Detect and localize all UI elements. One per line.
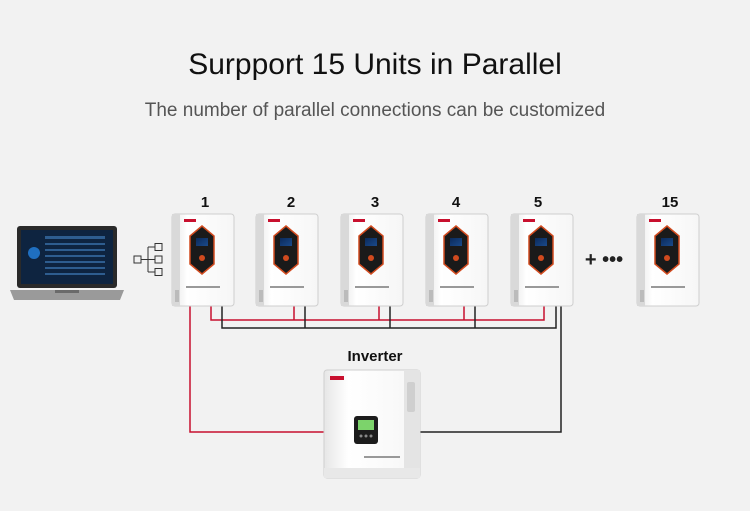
inverter-label: Inverter [347,348,402,365]
network-hub-icon [133,243,163,276]
battery-2 [255,213,319,307]
laptop-icon [10,226,124,300]
battery-5 [510,213,574,307]
battery-label-15: 15 [662,194,679,211]
battery-label-3: 3 [371,194,379,211]
battery-1 [171,213,235,307]
battery-label-4: 4 [452,194,461,211]
inverter [323,369,421,479]
page-subtitle: The number of parallel connections can b… [144,100,606,121]
parallel-wiring [189,303,562,433]
battery-3 [340,213,404,307]
page-title: Surpport 15 Units in Parallel [188,48,562,81]
battery-4 [425,213,489,307]
battery-label-5: 5 [534,194,542,211]
battery-label-2: 2 [287,194,295,211]
battery-label-1: 1 [201,194,209,211]
battery-15 [636,213,700,307]
continuation-indicator: + ••• [585,249,623,271]
